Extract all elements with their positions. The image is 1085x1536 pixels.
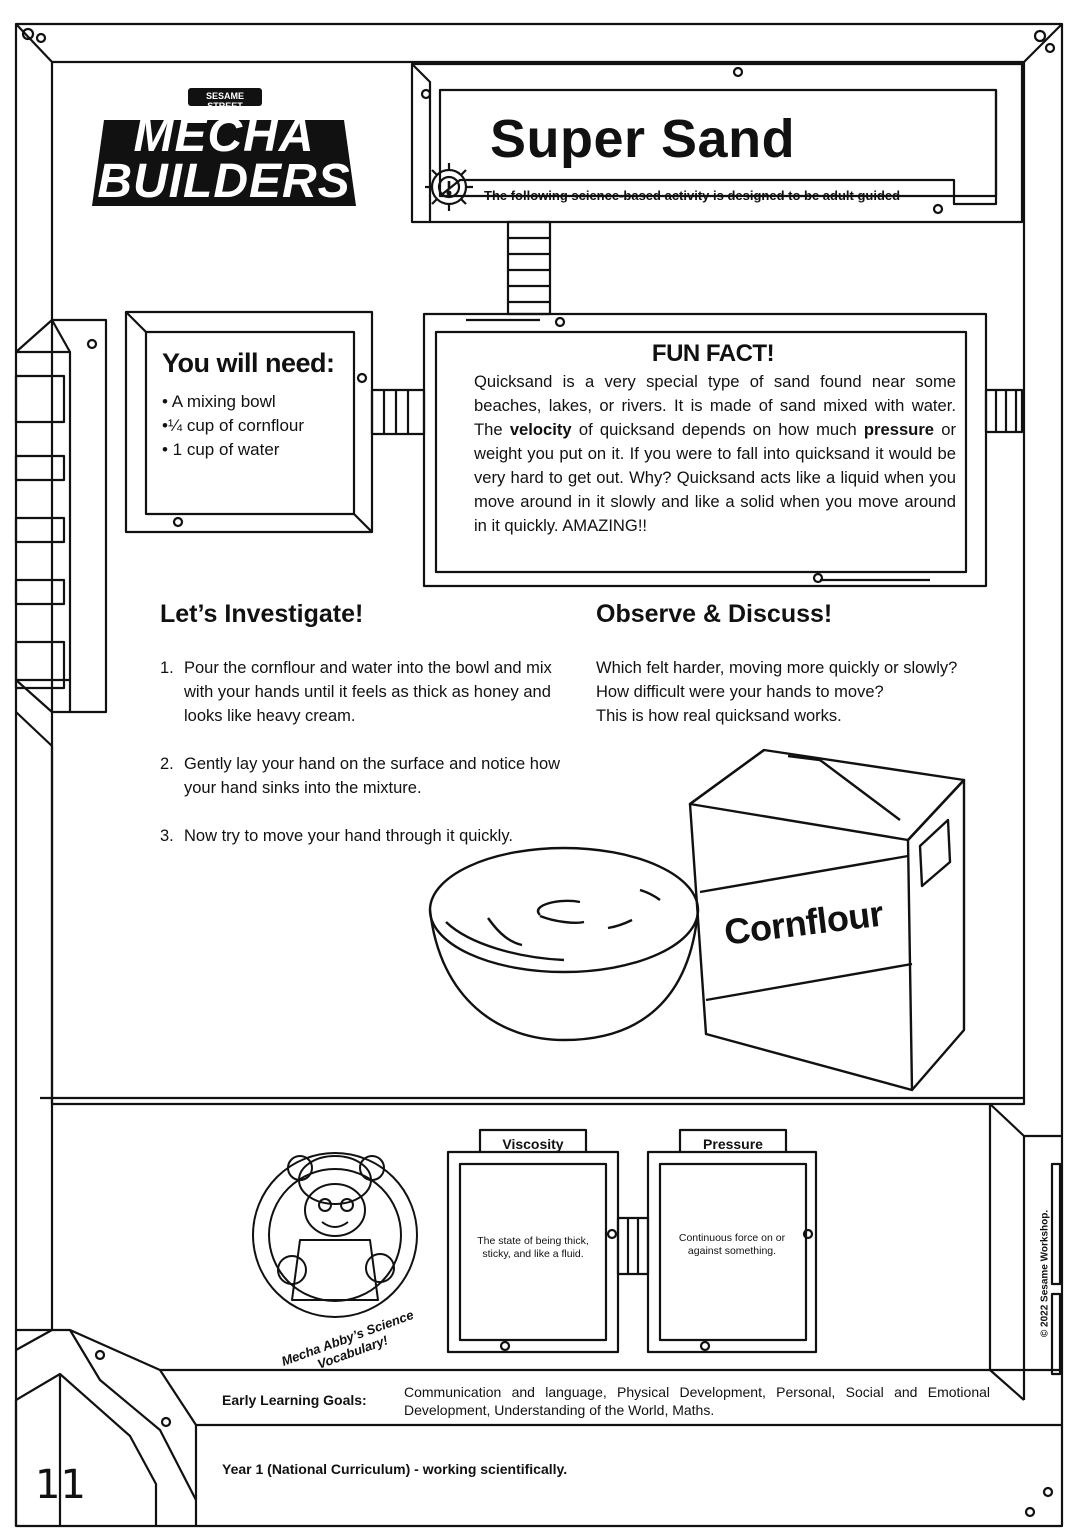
vocab-term-viscosity: Viscosity xyxy=(502,1136,564,1152)
logo-brand: SESAME STREET xyxy=(205,91,244,111)
fun-fact-keyword: velocity xyxy=(509,420,572,439)
fun-fact-body: Quicksand is a very special type of sand… xyxy=(474,370,956,538)
step-number: 1. xyxy=(160,659,174,677)
vocab-definition: Continuous force on or against something… xyxy=(678,1232,786,1257)
list-item: 2. Gently lay your hand on the surface an… xyxy=(160,752,580,800)
logo-line1: MECHA xyxy=(133,109,315,162)
page-title: Super Sand xyxy=(490,109,796,169)
logo-line2: BUILDERS xyxy=(97,155,351,208)
needs-item: • 1 cup of water xyxy=(162,440,280,459)
goals-label: Early Learning Goals: xyxy=(222,1392,367,1408)
list-item: 3. Now try to move your hand through it q… xyxy=(160,824,580,848)
observe-line: How difficult were your hands to move? xyxy=(596,683,884,701)
needs-item: •¼ cup of cornflour xyxy=(162,416,305,435)
curriculum-year: Year 1 (National Curriculum) - working s… xyxy=(222,1461,568,1477)
gear-icon xyxy=(425,163,473,211)
observe-title: Observe & Discuss! xyxy=(596,600,833,628)
fun-fact-text: of quicksand depends on how much xyxy=(571,420,864,439)
copyright: © 2022 Sesame Workshop. xyxy=(1039,1209,1051,1338)
observe-text: Which felt harder, moving more quickly o… xyxy=(596,656,1016,728)
cornflour-box-illustration xyxy=(688,748,966,1092)
fun-fact-text: Quicksand is a very special type of sand… xyxy=(474,372,956,439)
bowl-illustration xyxy=(428,846,700,1042)
mecha-builders-logo: SESAME STREET MECHA BUILDERS xyxy=(84,82,364,222)
fun-fact-text: or weight you put on it. If you were to … xyxy=(474,420,956,535)
step-text: Now try to move your hand through it qui… xyxy=(184,827,513,845)
page-subtitle: The following science-based activity is … xyxy=(484,188,901,203)
investigate-title: Let’s Investigate! xyxy=(160,600,364,628)
step-text: Gently lay your hand on the surface and … xyxy=(184,755,561,797)
observe-line: Which felt harder, moving more quickly o… xyxy=(596,659,958,677)
step-number: 3. xyxy=(160,827,174,845)
step-text: Pour the cornflour and water into the bo… xyxy=(184,659,552,725)
observe-line: This is how real quicksand works. xyxy=(596,707,842,725)
fun-fact-keyword: pressure xyxy=(863,420,935,439)
goals-text: Communication and language, Physical Dev… xyxy=(404,1384,990,1418)
list-item: 1. Pour the cornflour and water into the … xyxy=(160,656,580,728)
needs-item: • A mixing bowl xyxy=(162,392,276,411)
investigate-steps: 1. Pour the cornflour and water into the … xyxy=(160,656,580,872)
page-number: 11 xyxy=(35,1462,86,1508)
step-number: 2. xyxy=(160,755,174,773)
needs-list: • A mixing bowl •¼ cup of cornflour • 1 … xyxy=(162,390,304,462)
mecha-abby-badge xyxy=(252,1152,418,1318)
vocab-definition: The state of being thick, sticky, and li… xyxy=(477,1235,589,1260)
vocab-term-pressure: Pressure xyxy=(703,1136,763,1152)
fun-fact-title: FUN FACT! xyxy=(651,340,775,367)
needs-title: You will need: xyxy=(162,348,335,378)
